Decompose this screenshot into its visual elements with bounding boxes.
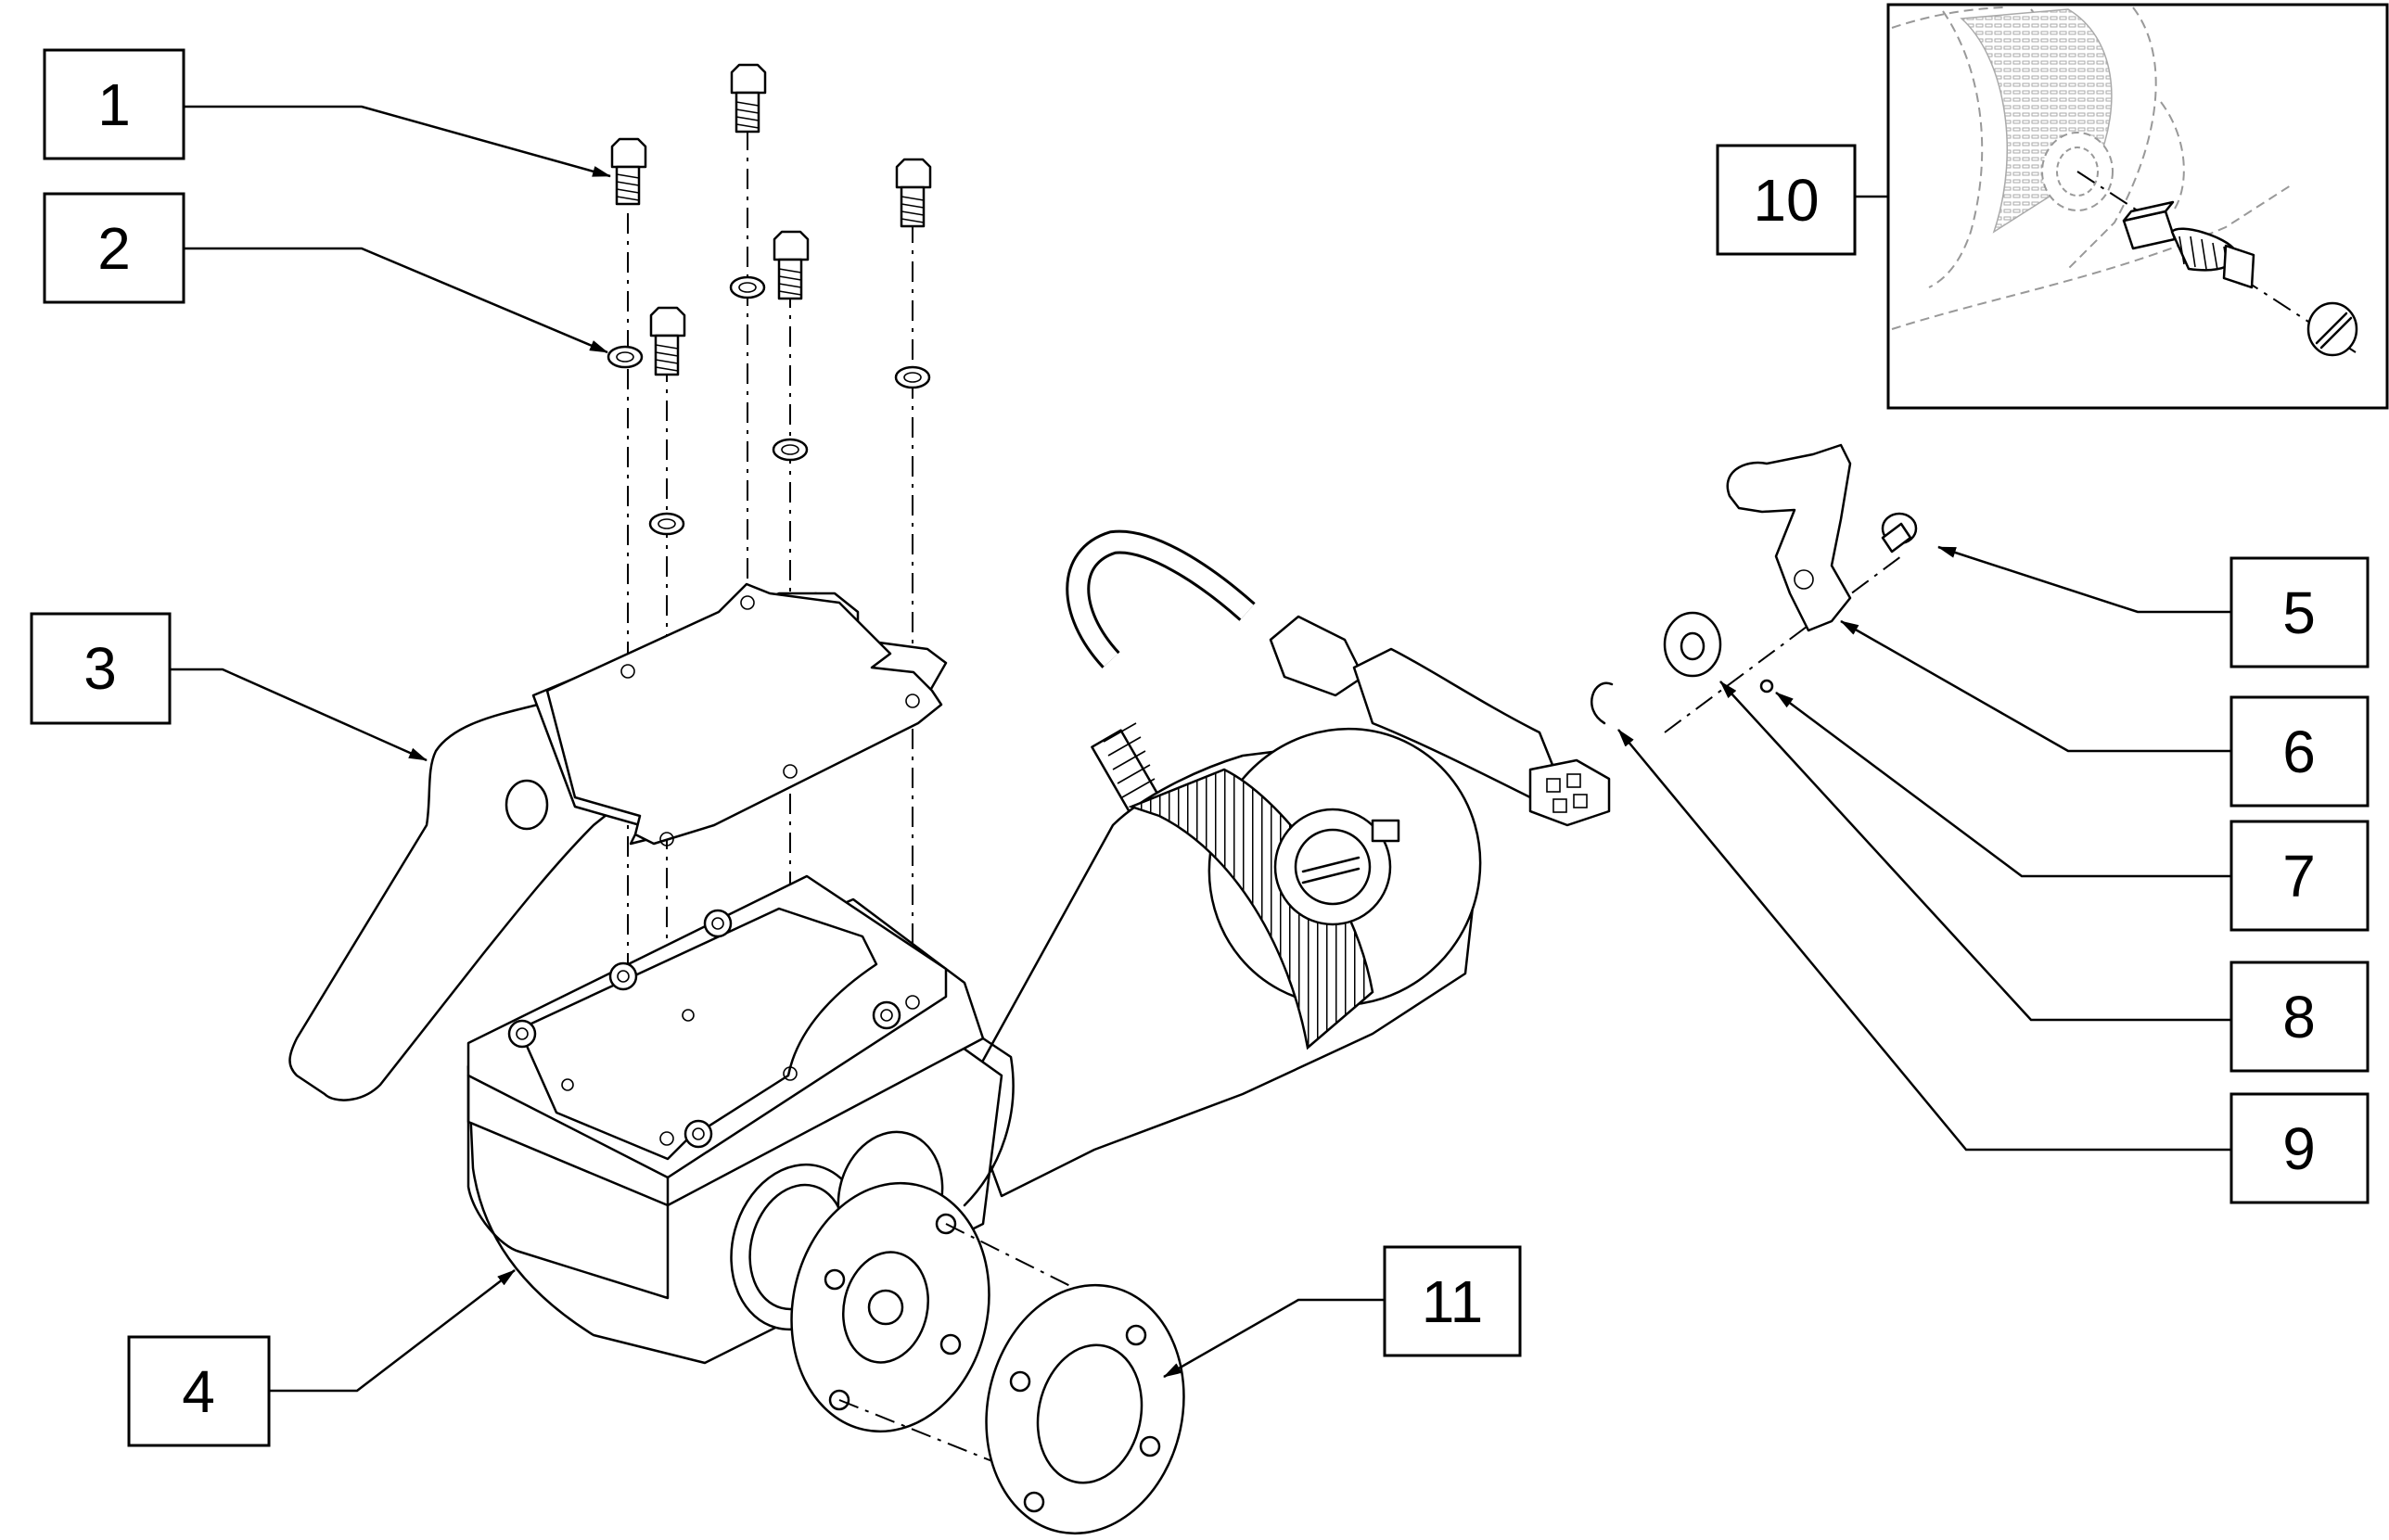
callout-2: 2 <box>43 192 185 304</box>
callout-10: 10 <box>1716 144 1857 256</box>
callout-6: 6 <box>2229 695 2370 808</box>
callout-7: 7 <box>2229 820 2370 932</box>
brush-detail-inset <box>1886 3 2389 410</box>
callout-3: 3 <box>30 612 172 725</box>
callout-10-label: 10 <box>1753 167 1819 234</box>
callout-4-label: 4 <box>182 1358 215 1425</box>
motor-body <box>963 529 1611 1198</box>
callout-4: 4 <box>127 1335 271 1447</box>
callout-9: 9 <box>2229 1092 2370 1204</box>
callout-8-label: 8 <box>2282 984 2316 1050</box>
callout-9-label: 9 <box>2282 1115 2316 1182</box>
callout-1: 1 <box>43 48 185 160</box>
hub-flange <box>790 1181 1185 1535</box>
callout-6-label: 6 <box>2282 719 2316 785</box>
callout-3-label: 3 <box>83 635 117 702</box>
leader-lines <box>170 105 2231 1393</box>
mounting-plate <box>531 582 948 846</box>
lock-washers <box>607 275 931 536</box>
callout-7-label: 7 <box>2282 843 2316 910</box>
brake-release-parts <box>1591 443 1918 733</box>
callout-11-label: 11 <box>1422 1268 1483 1335</box>
callout-1-label: 1 <box>97 71 131 138</box>
callout-5-label: 5 <box>2282 579 2316 646</box>
callout-11: 11 <box>1383 1245 1522 1357</box>
callout-8: 8 <box>2229 961 2370 1073</box>
callout-2-label: 2 <box>97 215 131 282</box>
callout-5: 5 <box>2229 556 2370 668</box>
